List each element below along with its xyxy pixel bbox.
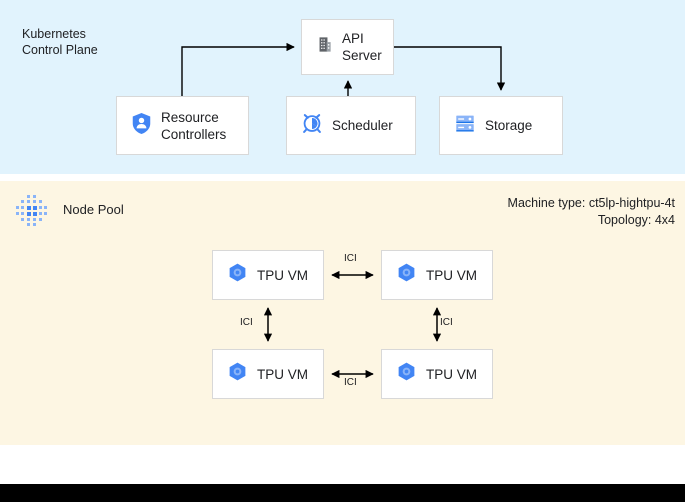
shield-person-icon <box>131 112 152 140</box>
node-label-tpu-vm: TPU VM <box>257 366 309 382</box>
node-box-scheduler[interactable]: Scheduler <box>286 96 416 155</box>
ici-label-bottom: ICI <box>344 377 357 388</box>
node-label-api-server: API Server <box>342 31 382 63</box>
node-pool-section <box>0 181 685 445</box>
node-pool-title: Node Pool <box>63 202 124 217</box>
node-box-tpu-vm[interactable]: TPU VM <box>212 349 324 399</box>
node-box-storage[interactable]: Storage <box>439 96 563 155</box>
node-label-resource-controllers: Resource Controllers <box>161 109 227 142</box>
node-label-storage: Storage <box>485 118 533 133</box>
node-pool-metadata: Machine type: ct5lp-hightpu-4t Topology:… <box>508 195 675 229</box>
server-rack-icon <box>454 112 476 139</box>
tpu-hexagon-icon <box>227 361 248 387</box>
topology-text: Topology: 4x4 <box>597 213 675 227</box>
bottom-bar <box>0 484 685 502</box>
machine-type-text: Machine type: ct5lp-hightpu-4t <box>507 196 675 210</box>
node-label-tpu-vm: TPU VM <box>426 366 478 382</box>
node-label-scheduler: Scheduler <box>332 118 393 133</box>
tpu-hexagon-icon <box>396 361 417 387</box>
dot-matrix-icon <box>14 193 50 234</box>
building-icon <box>314 35 333 59</box>
node-box-resource-controllers[interactable]: Resource Controllers <box>116 96 249 155</box>
alarm-clock-icon <box>301 112 323 139</box>
tpu-hexagon-icon <box>396 262 417 288</box>
node-label-tpu-vm: TPU VM <box>426 267 478 283</box>
ici-label-left: ICI <box>240 317 253 328</box>
node-box-tpu-vm[interactable]: TPU VM <box>212 250 324 300</box>
node-box-tpu-vm[interactable]: TPU VM <box>381 250 493 300</box>
tpu-hexagon-icon <box>227 262 248 288</box>
ici-label-right: ICI <box>440 317 453 328</box>
ici-label-top: ICI <box>344 253 357 264</box>
node-box-api-server[interactable]: API Server <box>301 19 394 75</box>
node-box-tpu-vm[interactable]: TPU VM <box>381 349 493 399</box>
node-label-tpu-vm: TPU VM <box>257 267 309 283</box>
control-plane-title: Kubernetes Control Plane <box>22 27 98 57</box>
